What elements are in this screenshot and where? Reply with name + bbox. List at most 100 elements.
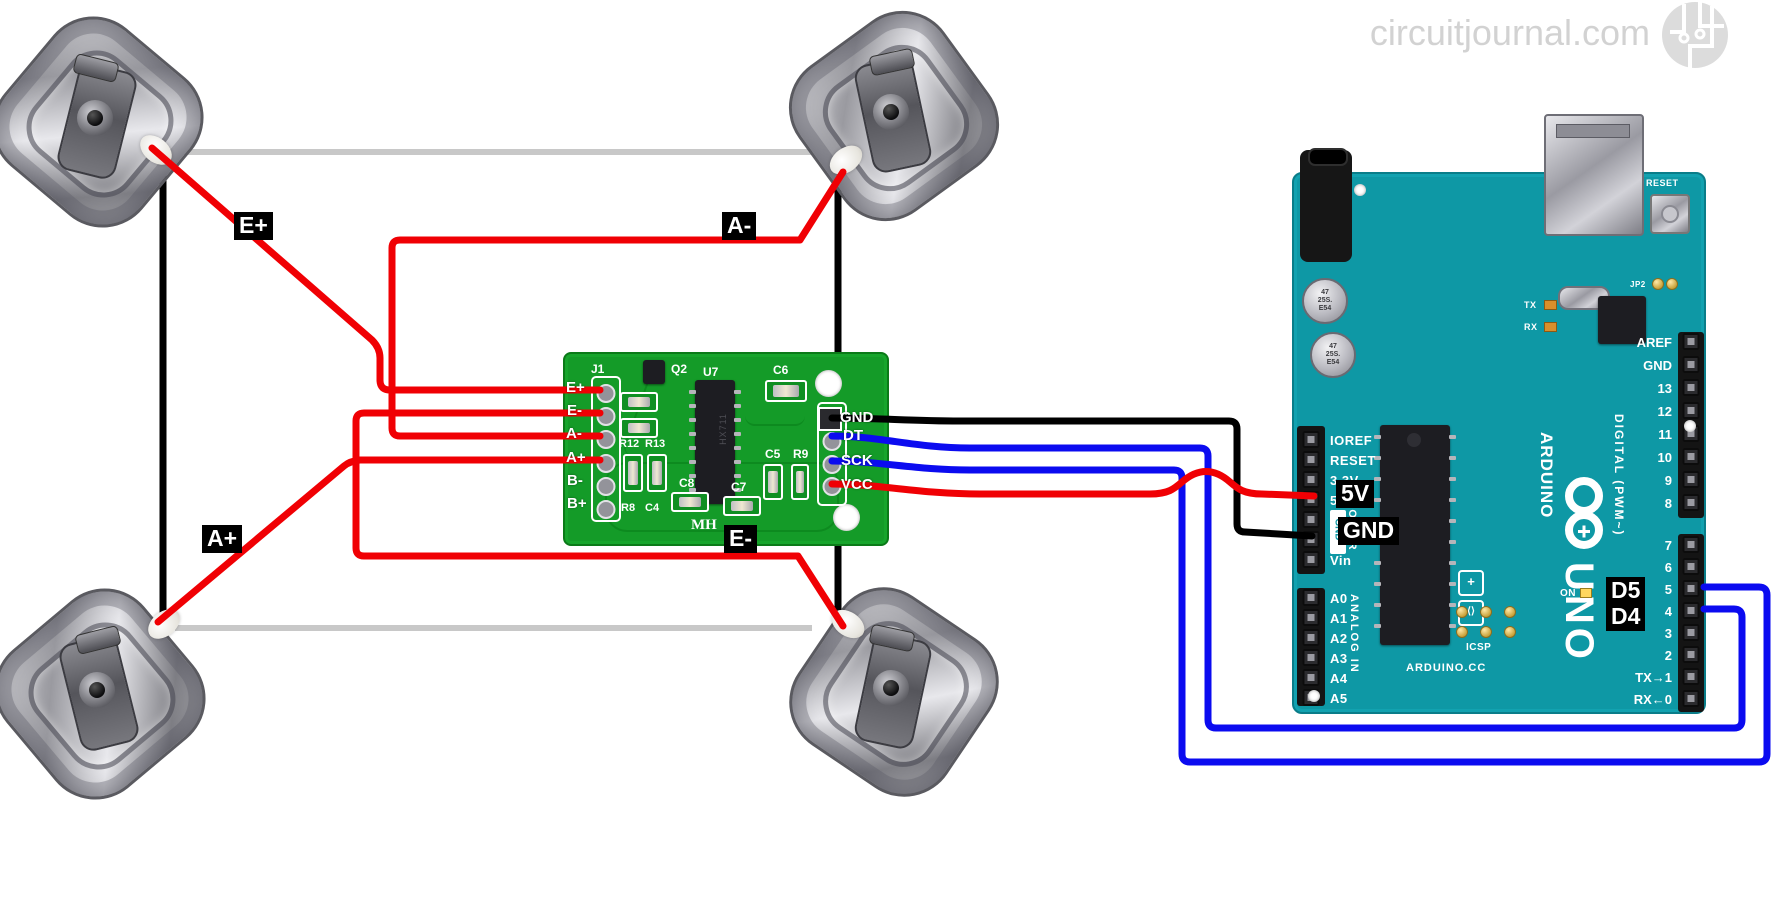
q2-transistor: [643, 360, 665, 384]
digital-header-pin: [1682, 646, 1700, 663]
power-header-pin: [1302, 551, 1320, 568]
j1-pin-hole: [596, 430, 616, 450]
c6-capacitor: [765, 380, 807, 402]
load-cell-bottom-right: [769, 567, 1019, 817]
power-jack-opening: [1308, 148, 1348, 166]
ic-pin: [1449, 435, 1456, 439]
power-header-pin: [1302, 511, 1320, 528]
ic-pin: [1374, 540, 1381, 544]
analog-header-pin: [1302, 669, 1320, 686]
electrolytic-capacitor: 47 25S. E54: [1310, 332, 1356, 378]
icsp-pin: [1480, 606, 1492, 618]
pin-label-a2: A2: [1330, 631, 1348, 646]
power-header-pin: [1302, 471, 1320, 488]
cap-marking: 25S.: [1325, 351, 1341, 358]
icsp-pin: [1504, 626, 1516, 638]
ic-pin: [689, 390, 696, 394]
wire-gnd: [828, 414, 1316, 540]
r8-resistor: [623, 454, 643, 492]
pin-label-3v3: 3.3V: [1330, 473, 1359, 488]
chip-dimple: [1407, 433, 1421, 447]
watermark: circuitjournal.com: [1369, 12, 1650, 53]
load-cell-button: [873, 94, 909, 130]
pin-label-8: 8: [1664, 496, 1672, 511]
j1-label: J1: [591, 362, 605, 376]
load-cell-button: [873, 670, 909, 706]
on-led: [1580, 588, 1592, 598]
digital-header-bottom: [1678, 534, 1704, 712]
pin-label-2: 2: [1664, 648, 1672, 663]
analog-header-pin: [1302, 589, 1320, 606]
ic-pin: [689, 460, 696, 464]
pin-label-5: 5: [1664, 582, 1672, 597]
pin-label-gnd: GND: [1332, 518, 1344, 541]
ic-pin: [734, 474, 741, 478]
digital-header-pin: [1682, 580, 1700, 597]
jp2-pad: [1666, 278, 1678, 290]
digital-header-pin: [1682, 379, 1700, 396]
digital-header-pin: [1682, 448, 1700, 465]
c7-capacitor: [723, 496, 761, 516]
icsp-label: ICSP: [1466, 642, 1492, 653]
watermark-logo: [1662, 2, 1728, 70]
power-header-pin: [1302, 531, 1320, 548]
load-cell-bottom-left: [0, 567, 227, 821]
power-header-pin: [1302, 491, 1320, 508]
arduino-uno-board: RESET 47 25S. E54 47 25S. E54 JP2 TX RX …: [1292, 114, 1706, 714]
rx-label: RX: [1524, 322, 1538, 332]
ic-pin: [1449, 561, 1456, 565]
cap-marking: 47: [1329, 343, 1337, 350]
c6-label: C6: [773, 363, 789, 377]
pin-label-6: 6: [1664, 560, 1672, 575]
ic-pin: [689, 432, 696, 436]
j1-header-outline: [591, 376, 621, 522]
load-cell-top-right: [768, 0, 1020, 242]
ic-pin: [1449, 519, 1456, 523]
analog-header: [1297, 588, 1325, 706]
pin-label-12: 12: [1657, 404, 1672, 419]
mounting-hole: [1684, 420, 1696, 432]
load-cell-button: [77, 100, 113, 136]
ic-pin: [1374, 435, 1381, 439]
mounting-hole: [833, 504, 860, 531]
io-pin-hole: [822, 476, 842, 496]
wire-e-plus: [148, 144, 604, 394]
arduino-cc-label: ARDUINO.CC: [1406, 662, 1487, 674]
atmega328-chip: [1374, 425, 1456, 645]
r9-label: R9: [793, 447, 809, 461]
q2-label: Q2: [671, 362, 688, 376]
wire-vcc-to-5v: [828, 468, 1318, 500]
ic-pin: [734, 446, 741, 450]
hx711-chip-marking: HX711: [717, 413, 728, 445]
icsp-pin: [1504, 606, 1516, 618]
atmega16u2-chip: [1598, 296, 1646, 344]
mounting-hole: [1354, 184, 1366, 196]
ic-pin: [1449, 456, 1456, 460]
hx711-module: J1 Q2 HX711 U7 C6 R12 R13 C5 R9 R8 C4 C8…: [563, 352, 889, 546]
ic-pin: [734, 390, 741, 394]
digital-header-pin: [1682, 402, 1700, 419]
ic-pin: [1449, 624, 1456, 628]
pin-label-7: 7: [1664, 538, 1672, 553]
pin-label-a5: A5: [1330, 691, 1348, 706]
ic-pin: [1374, 561, 1381, 565]
power-header: [1297, 426, 1325, 574]
pin-label-a3: A3: [1330, 651, 1348, 666]
ic-pin: [1449, 540, 1456, 544]
pin-label-tx1: TX→1: [1635, 670, 1672, 685]
load-cell-button: [79, 672, 115, 708]
reset-button-cap: [1661, 205, 1679, 223]
pin-label-rx0: RX←0: [1633, 692, 1672, 707]
pin-label-a0: A0: [1330, 591, 1348, 606]
pin-label-11: 11: [1658, 427, 1672, 442]
digital-header-pin: [1682, 333, 1700, 350]
ic-pin: [689, 404, 696, 408]
arduino-infinity-logo: [1565, 477, 1603, 549]
digital-header-pin: [1682, 668, 1700, 685]
ic-pin: [1374, 603, 1381, 607]
tx-led: [1544, 300, 1557, 310]
ic-pin: [1374, 498, 1381, 502]
icsp-pin: [1456, 626, 1468, 638]
load-cell-top-left: [0, 0, 225, 249]
digital-header-pin: [1682, 624, 1700, 641]
